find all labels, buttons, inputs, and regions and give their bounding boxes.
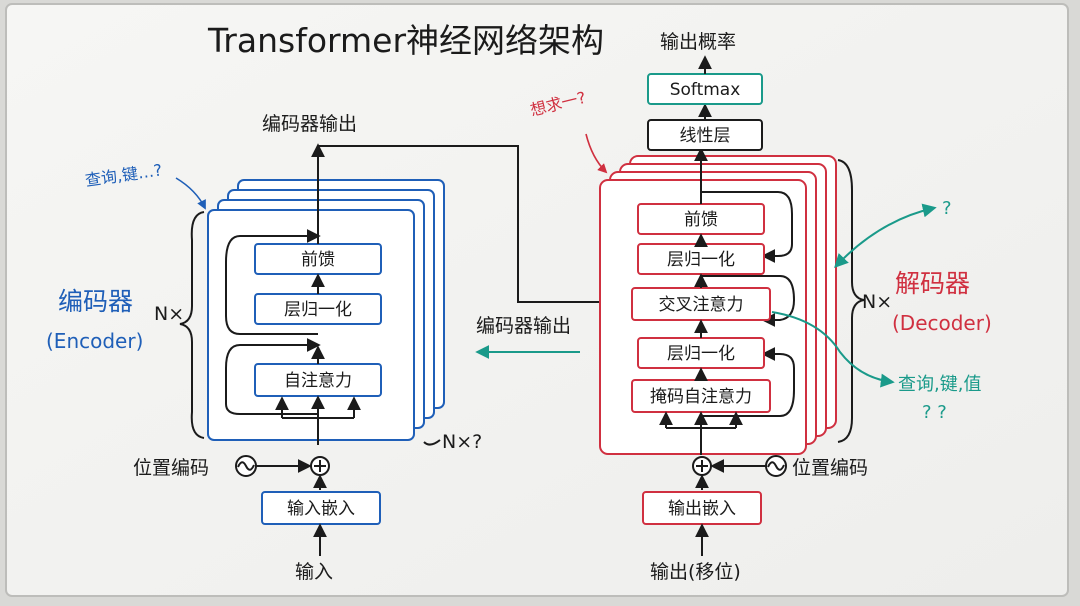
encoder-name-en: (Encoder) bbox=[46, 329, 143, 353]
encoder-name: 编码器 bbox=[58, 287, 133, 316]
encoder-repeat-label: N× bbox=[154, 303, 184, 325]
decoder-name: 解码器 bbox=[895, 269, 970, 298]
encoder-layer-norm-label: 层归一化 bbox=[284, 300, 352, 320]
output-probabilities-label: 输出概率 bbox=[660, 31, 736, 53]
cross-note-line2: ? ? bbox=[922, 402, 947, 423]
decoder-brace bbox=[837, 159, 865, 443]
decoder-layer-norm-mid-label: 层归一化 bbox=[667, 344, 735, 364]
linear-layer-label: 线性层 bbox=[680, 126, 731, 146]
input-embedding-label: 输入嵌入 bbox=[287, 499, 355, 519]
decoder-note-arrow bbox=[585, 133, 608, 174]
decoder-right-note: ? bbox=[942, 198, 952, 219]
decoder-positional-encoding-label: 位置编码 bbox=[792, 457, 868, 479]
output-embedding-label: 输出嵌入 bbox=[668, 499, 736, 519]
softmax-label: Softmax bbox=[670, 80, 741, 100]
cross-note-line1: 查询,键,值 bbox=[898, 374, 981, 395]
decoder-residual-low bbox=[700, 347, 795, 417]
decoder-residual-top bbox=[700, 191, 793, 263]
encoder-input-label: 输入 bbox=[295, 561, 333, 583]
decoder-repeat-label: N× bbox=[862, 291, 892, 313]
encoder-brace bbox=[179, 211, 205, 439]
encoder-output-label: 编码器输出 bbox=[262, 113, 357, 135]
encoder-to-decoder-arrow bbox=[318, 145, 635, 309]
decoder-cross-attention-label: 交叉注意力 bbox=[659, 295, 744, 315]
encoder-residual-upper bbox=[225, 229, 321, 335]
decoder-name-en: (Decoder) bbox=[892, 311, 992, 335]
encoder-residual-lower bbox=[225, 338, 321, 415]
encoder-repeat-note-tilde bbox=[423, 439, 441, 446]
board-surface bbox=[5, 3, 1069, 597]
encoder-positional-encoding-label: 位置编码 bbox=[133, 457, 209, 479]
cross-attention-note-arrow bbox=[771, 311, 895, 388]
decoder-question-arrow bbox=[834, 203, 937, 269]
decoder-layer-norm-top-label: 层归一化 bbox=[667, 250, 735, 270]
encoder-repeat-note: N×? bbox=[442, 431, 482, 453]
encoder-self-attention-label: 自注意力 bbox=[284, 371, 352, 391]
decoder-feed-forward-label: 前馈 bbox=[684, 210, 718, 230]
encoder-feed-forward-label: 前馈 bbox=[301, 250, 335, 270]
decoder-masked-attention-label: 掩码自注意力 bbox=[650, 387, 752, 407]
encoder-note-arrow bbox=[175, 177, 206, 210]
middle-output-label: 编码器输出 bbox=[476, 315, 571, 337]
decoder-residual-mid bbox=[700, 275, 796, 327]
decoder-output-input-label: 输出(移位) bbox=[650, 561, 741, 583]
diagram-title: Transformer神经网络架构 bbox=[207, 21, 604, 60]
